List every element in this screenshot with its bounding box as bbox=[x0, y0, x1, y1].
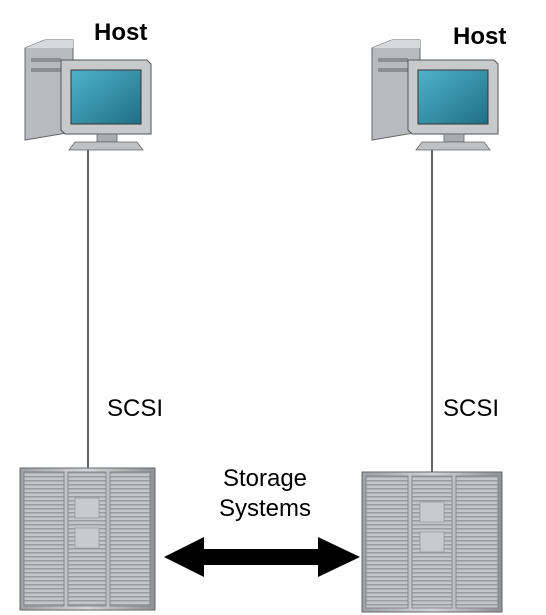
storage-label-line1: Storage bbox=[195, 464, 335, 494]
host-label-left: Host bbox=[94, 19, 147, 47]
storage-cabinet-icon bbox=[20, 468, 155, 610]
desktop-computer-icon bbox=[372, 40, 498, 150]
scsi-label-left: SCSI bbox=[107, 395, 163, 423]
host-label-right: Host bbox=[453, 23, 506, 51]
storage-cabinet-icon bbox=[362, 472, 502, 612]
double-headed-arrow-icon bbox=[164, 537, 360, 577]
storage-systems-label: Storage Systems bbox=[195, 464, 335, 524]
scsi-label-right: SCSI bbox=[443, 395, 499, 423]
storage-label-line2: Systems bbox=[195, 494, 335, 524]
desktop-computer-icon bbox=[25, 40, 151, 150]
